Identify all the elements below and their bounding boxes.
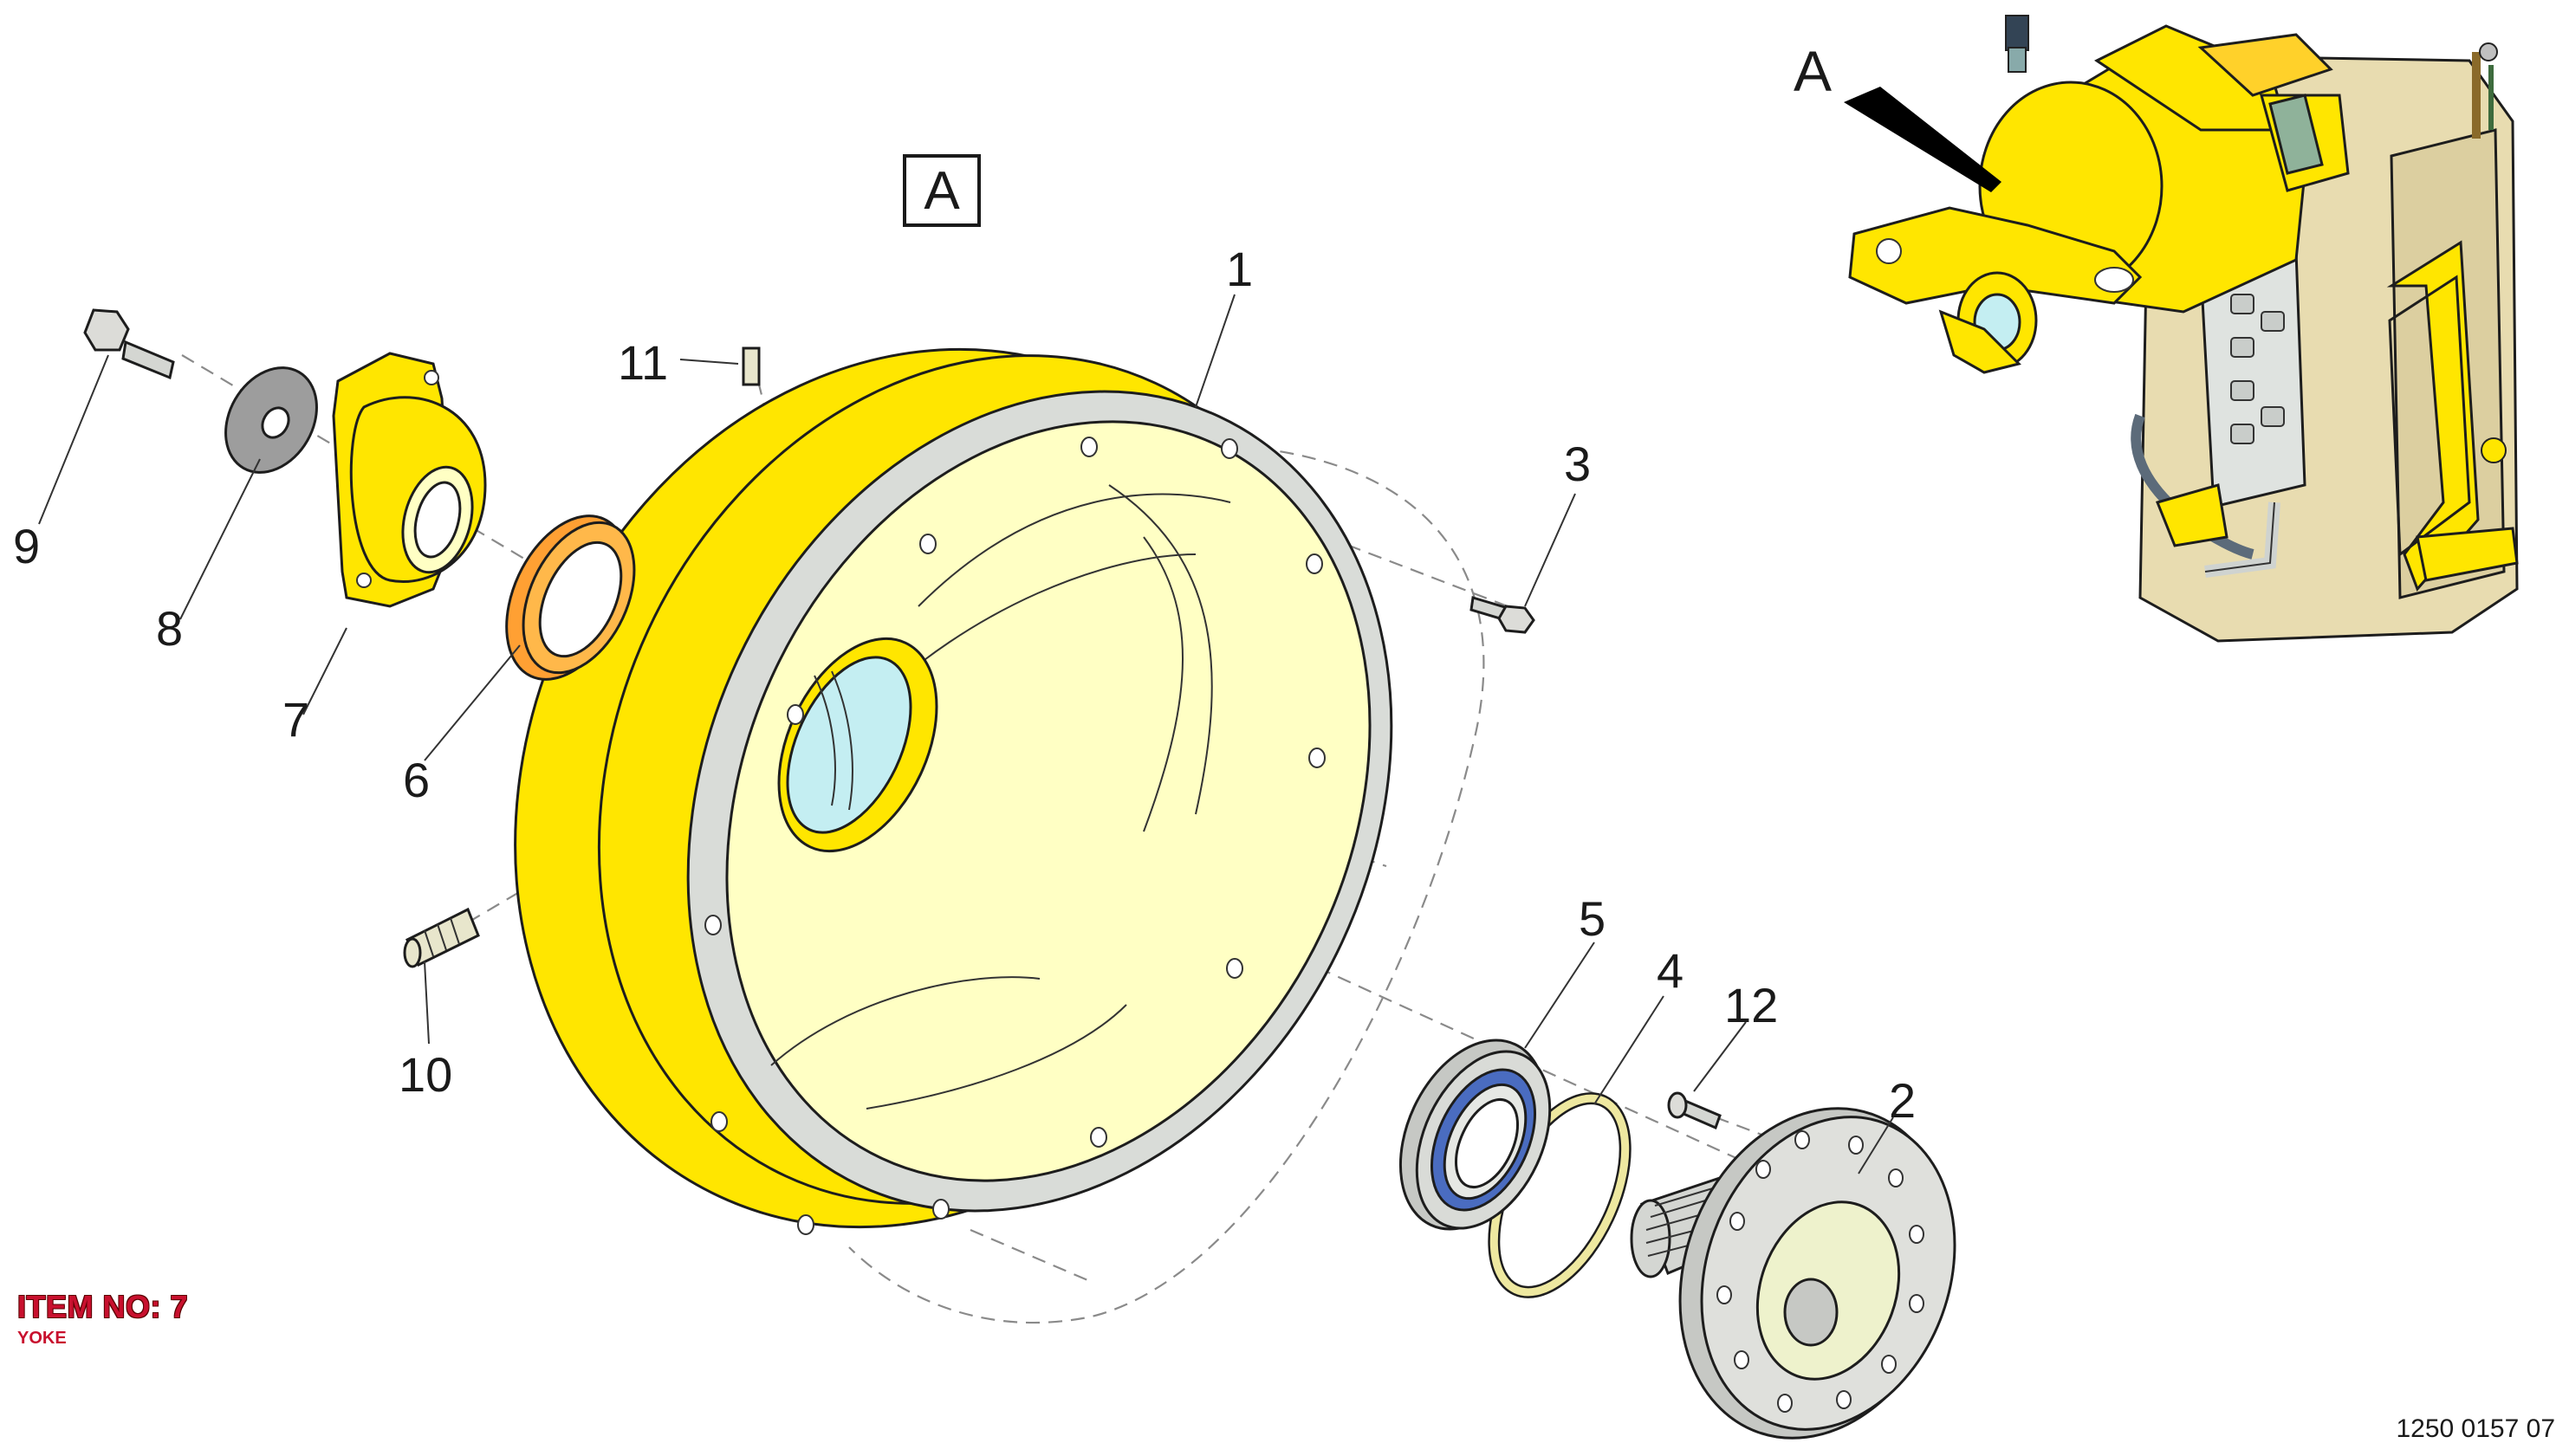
callout-5: 5: [1579, 891, 1606, 946]
yoke-part-7: [332, 352, 487, 608]
callout-labels: 1 2 3 4 5 6 7 8 9 10 11 12: [13, 242, 1916, 1128]
seal-part-6: [505, 514, 636, 681]
bolt-part-3: [1469, 596, 1535, 634]
callout-1: 1: [1226, 242, 1253, 296]
bearing-part-5: [1398, 1039, 1552, 1231]
screw-part-12: [1667, 1091, 1722, 1130]
callout-6: 6: [403, 753, 430, 807]
item-number: ITEM NO: 7: [17, 1289, 189, 1324]
item-caption: ITEM NO: 7 YOKE: [17, 1289, 188, 1349]
callout-11: 11: [618, 335, 668, 390]
callout-2: 2: [1889, 1073, 1916, 1128]
view-label-box: A: [903, 154, 981, 227]
item-description: YOKE: [17, 1329, 67, 1348]
callout-9: 9: [13, 519, 40, 573]
housing-part-1: [514, 347, 1393, 1235]
plug-part-11: [742, 346, 761, 386]
callout-12: 12: [1724, 978, 1778, 1032]
view-pointer-a-label: A: [1794, 39, 1832, 103]
leader-lines: [38, 294, 1894, 1175]
callout-8: 8: [156, 601, 183, 656]
flange-part-2: [1630, 1107, 1956, 1440]
callout-3: 3: [1564, 437, 1591, 491]
view-label: A: [924, 160, 960, 221]
view-pointer-a: A: [1794, 39, 2001, 192]
callout-4: 4: [1657, 943, 1683, 998]
bolt-part-9: [83, 308, 175, 380]
callout-7: 7: [282, 692, 309, 747]
callout-10: 10: [399, 1047, 452, 1102]
washer-part-8: [224, 366, 318, 474]
document-number: 1250 0157 07: [2396, 1414, 2555, 1443]
locator-view: [1848, 15, 2519, 643]
set-screw-part-10: [403, 907, 480, 968]
